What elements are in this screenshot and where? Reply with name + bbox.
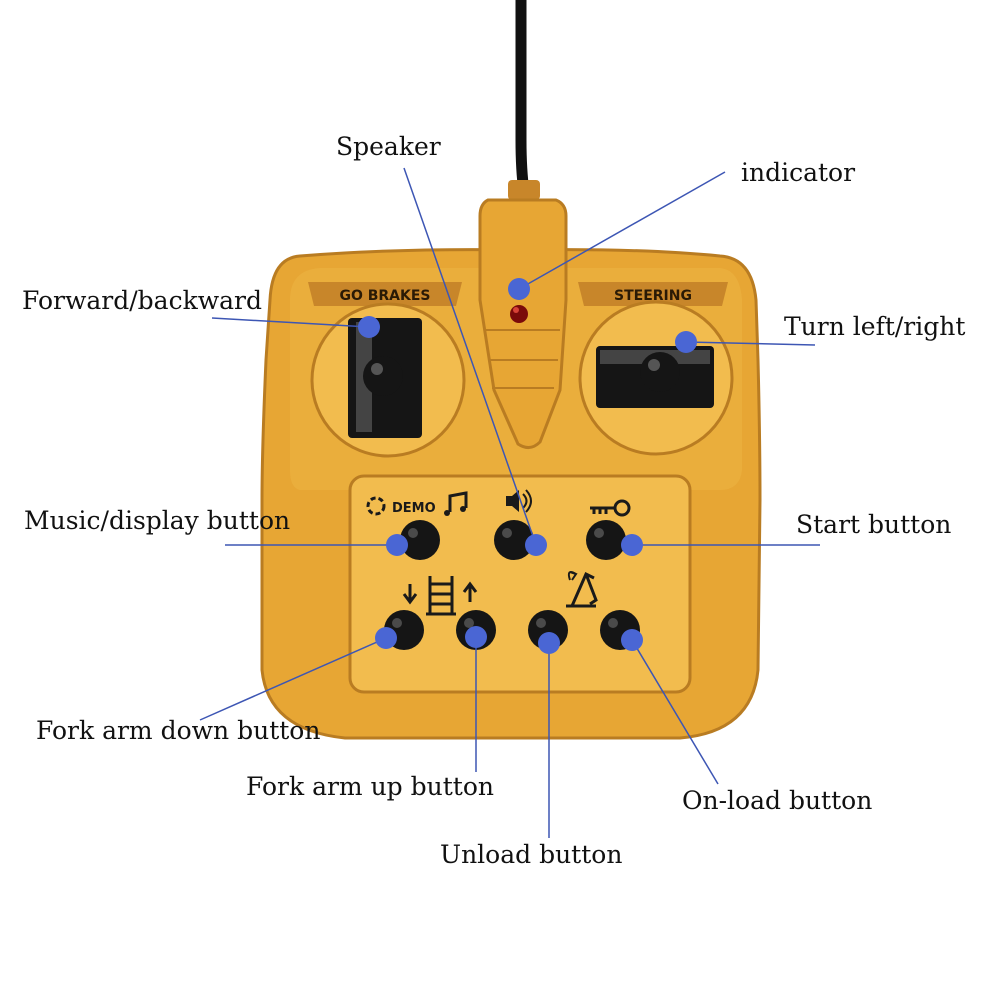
- dot-fork-down: [375, 627, 397, 649]
- dot-music-display: [386, 534, 408, 556]
- bucket-tilt-icon: [566, 571, 598, 608]
- forklift-mast-icon: [426, 576, 456, 616]
- dot-speaker: [525, 534, 547, 556]
- demo-label: DEMO: [392, 501, 436, 516]
- unload-rotate-icon: [567, 571, 578, 581]
- dot-turn-left-right: [675, 331, 697, 353]
- start-button[interactable]: [586, 520, 626, 560]
- key-icon-head: [613, 499, 631, 517]
- button-shines: [392, 528, 618, 628]
- key-icon: [590, 506, 614, 514]
- leader-fork-down: [199, 637, 387, 721]
- callout-unload: Unload button: [440, 840, 623, 869]
- leader-indicator: [518, 171, 726, 290]
- callout-music-display: Music/display button: [24, 506, 291, 535]
- speaker-wave-icon: [522, 489, 532, 513]
- marker-dots: [358, 278, 697, 654]
- callout-start: Start button: [796, 510, 952, 539]
- music-note-head-2: [460, 506, 466, 512]
- callout-on-load: On-load button: [682, 786, 873, 815]
- left-stick-label: GO BRAKES: [339, 288, 430, 304]
- left-stick-knob-shine: [371, 363, 383, 375]
- leader-lines: [199, 167, 820, 838]
- right-stick-knob-shine: [648, 359, 660, 371]
- left-stick-knob[interactable]: [363, 356, 403, 396]
- callout-fork-down: Fork arm down button: [36, 716, 321, 745]
- right-stick-label-plate: [578, 282, 728, 306]
- callout-indicator: indicator: [741, 158, 856, 187]
- leader-forward-backward: [211, 317, 370, 328]
- dot-indicator: [508, 278, 530, 300]
- right-stick-label: STEERING: [614, 288, 692, 304]
- dot-forward-backward: [358, 316, 380, 338]
- speaker-icon: [506, 490, 519, 512]
- dot-unload: [538, 632, 560, 654]
- indicator-led: [510, 305, 528, 323]
- callout-forward-backward: Forward/backward: [22, 286, 262, 315]
- music-note-head-1: [444, 510, 450, 516]
- dot-on-load: [621, 629, 643, 651]
- dot-start: [621, 534, 643, 556]
- fork-up-arrow-icon: [462, 581, 478, 602]
- music-note-icon: [448, 491, 468, 512]
- dot-fork-up: [465, 626, 487, 648]
- cable-collar: [508, 180, 540, 200]
- left-stick-label-plate: [308, 282, 462, 306]
- leader-turn-left-right: [685, 341, 816, 346]
- callout-turn-left-right: Turn left/right: [784, 312, 966, 341]
- fork-down-arrow-icon: [402, 584, 418, 605]
- fin-ridges: [486, 329, 560, 389]
- right-stick-knob[interactable]: [640, 352, 680, 392]
- callout-speaker: Speaker: [336, 132, 441, 161]
- demo-loop-icon: [366, 496, 386, 516]
- antenna-cable: [515, 0, 530, 198]
- callout-fork-up: Fork arm up button: [246, 772, 494, 801]
- leader-on-load: [631, 639, 719, 785]
- indicator-fin: [478, 198, 568, 449]
- leader-speaker: [403, 167, 537, 546]
- indicator-led-shine: [513, 307, 519, 313]
